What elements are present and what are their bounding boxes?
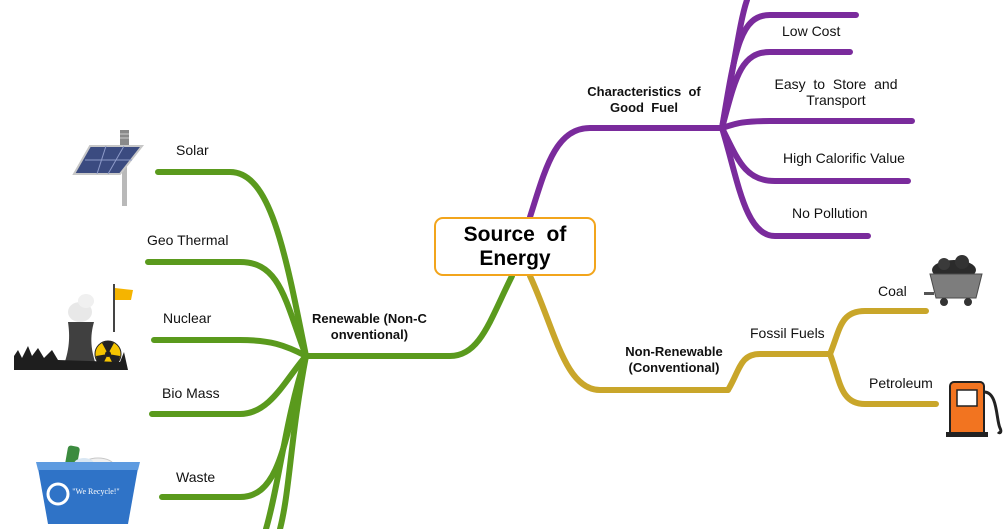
fossil-fuels-label: Fossil Fuels [750,325,825,341]
branch-center-to-characteristics [527,125,725,220]
recycle-bin-icon: "We Recycle!" [36,445,140,524]
renewable-label-line2: onventional) [330,327,409,342]
renewable-label-line1: Renewable (Non-C [312,311,427,326]
branch-center-to-non-renewable [527,273,731,393]
renewable-item-geo-thermal: Geo Thermal [147,232,229,248]
characteristic-low-cost: Low Cost [782,23,841,39]
characteristics-branches [527,0,915,239]
solar-panel-icon [72,130,145,206]
branch-bio-mass [149,353,309,417]
non-renewable-label: Non-Renewable (Conventional) [614,344,734,376]
characteristic-easy-store-line1: Easy to Store and [774,76,898,92]
characteristics-label: Characteristics of Good Fuel [578,84,710,116]
characteristic-easy-store-line2: Transport [806,92,866,108]
branch-solar [155,169,309,359]
characteristic-high-calorific: High Calorific Value [783,150,905,166]
characteristics-label-line2: Good Fuel [610,100,678,115]
characteristic-no-pollution: No Pollution [792,205,868,221]
renewable-item-bio-mass: Bio Mass [162,385,220,401]
renewable-item-waste: Waste [176,469,216,485]
fossil-item-petroleum: Petroleum [869,375,933,391]
renewable-branches [145,169,515,529]
recycle-bin-text: "We Recycle!" [72,487,119,496]
branch-petroleum [827,351,939,407]
characteristic-easy-store: Easy to Store and Transport [770,76,902,108]
branch-to-fossil-fuels [725,351,833,393]
characteristics-label-line1: Characteristics of [587,84,701,99]
branch-extra-2 [277,353,309,529]
renewable-label: Renewable (Non-C onventional) [312,311,427,343]
branch-characteristic-2 [719,49,853,131]
branch-coal [827,308,929,357]
branch-nuclear [151,337,309,359]
nuclear-plant-icon [14,284,133,370]
central-topic-node: Source of Energy [434,217,596,276]
central-topic-line2: Energy [479,246,551,270]
branch-center-to-renewable [303,273,515,359]
non-renewable-label-line2: (Conventional) [628,360,720,375]
renewable-item-nuclear: Nuclear [163,310,212,326]
central-topic-line1: Source of [463,222,567,246]
branch-easy-store [719,118,915,131]
branch-no-pollution [719,125,871,239]
branch-geo-thermal [145,259,309,359]
coal-cart-icon [924,255,983,306]
renewable-item-solar: Solar [176,142,209,158]
fuel-pump-icon [946,381,1003,437]
fossil-item-coal: Coal [878,283,907,299]
non-renewable-label-line1: Non-Renewable [625,344,723,359]
non-renewable-branches [527,273,939,407]
